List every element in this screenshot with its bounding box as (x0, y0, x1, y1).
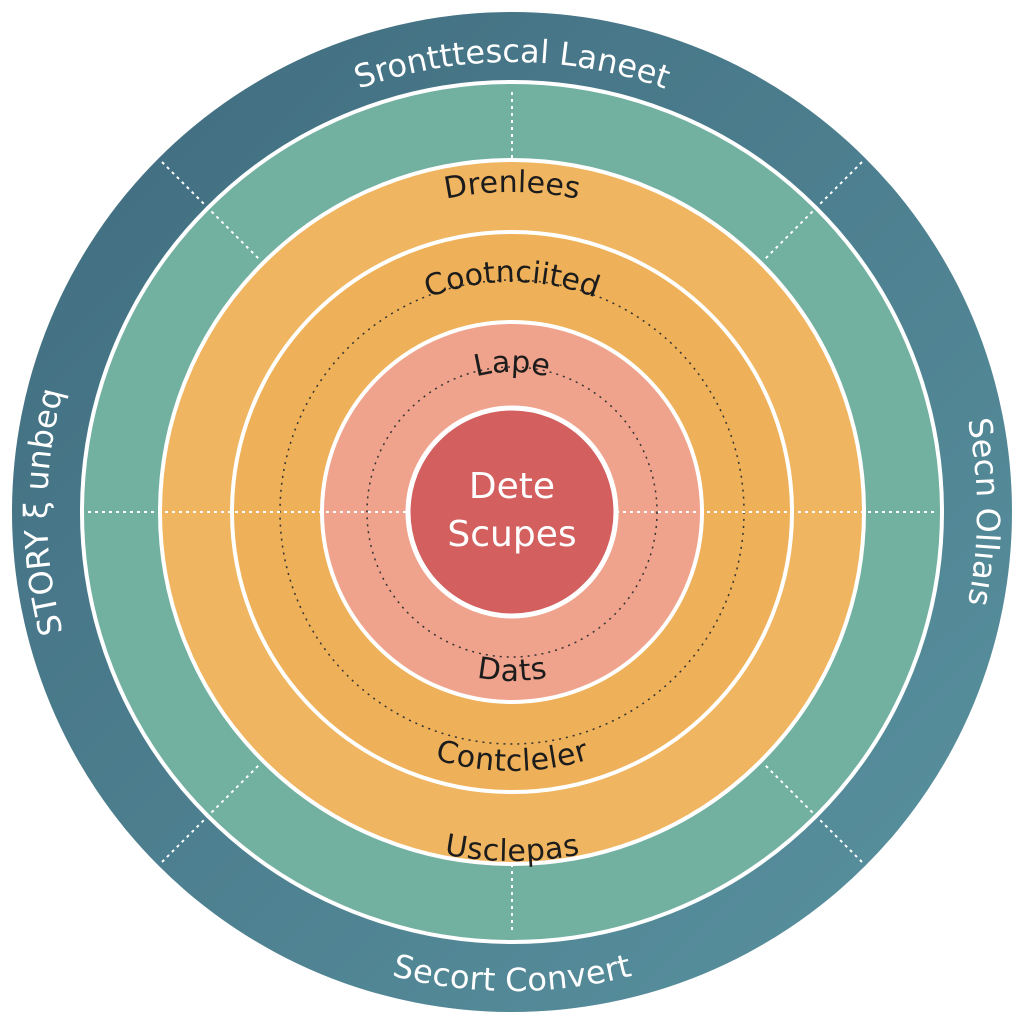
center-label-line1: Dete (469, 466, 555, 507)
divider-lines (88, 92, 936, 932)
center-label-line2: Scupes (447, 514, 576, 555)
svg-text:Dats: Dats (475, 650, 548, 688)
center-circle (405, 405, 619, 619)
svg-text:Usclepas: Usclepas (443, 827, 582, 868)
dotted-circle (366, 366, 658, 658)
orange-outer-bottom-label: Usclepas (443, 827, 582, 868)
pink-bottom-label: Dats (475, 650, 548, 688)
